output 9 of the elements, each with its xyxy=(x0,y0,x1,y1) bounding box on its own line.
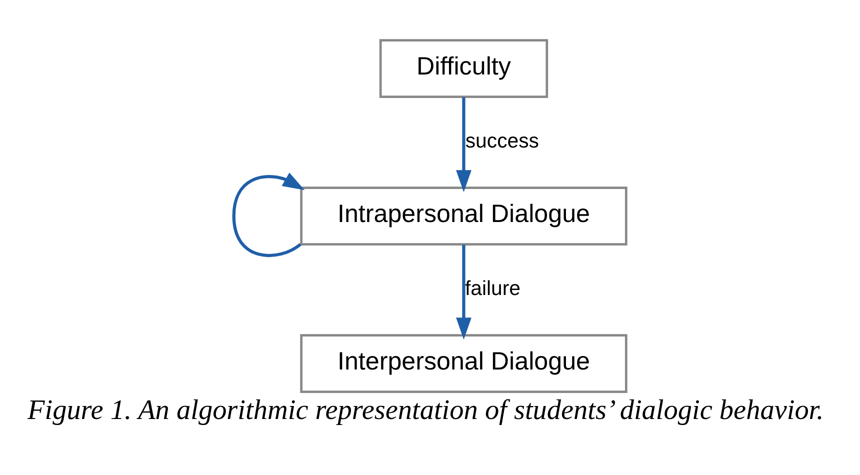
node-box: Difficulty xyxy=(379,38,548,98)
arrow xyxy=(456,244,472,340)
edge-label: success xyxy=(465,130,540,152)
node-box: Intrapersonal Dialogue xyxy=(300,186,628,245)
node-box: Interpersonal Dialogue xyxy=(300,334,628,392)
arrow xyxy=(456,96,472,192)
caption: Figure 1. An algorithmic representation of students’ dialogic behavior. xyxy=(27,394,824,426)
edge-label: failure xyxy=(464,278,521,300)
arrow xyxy=(232,172,305,256)
